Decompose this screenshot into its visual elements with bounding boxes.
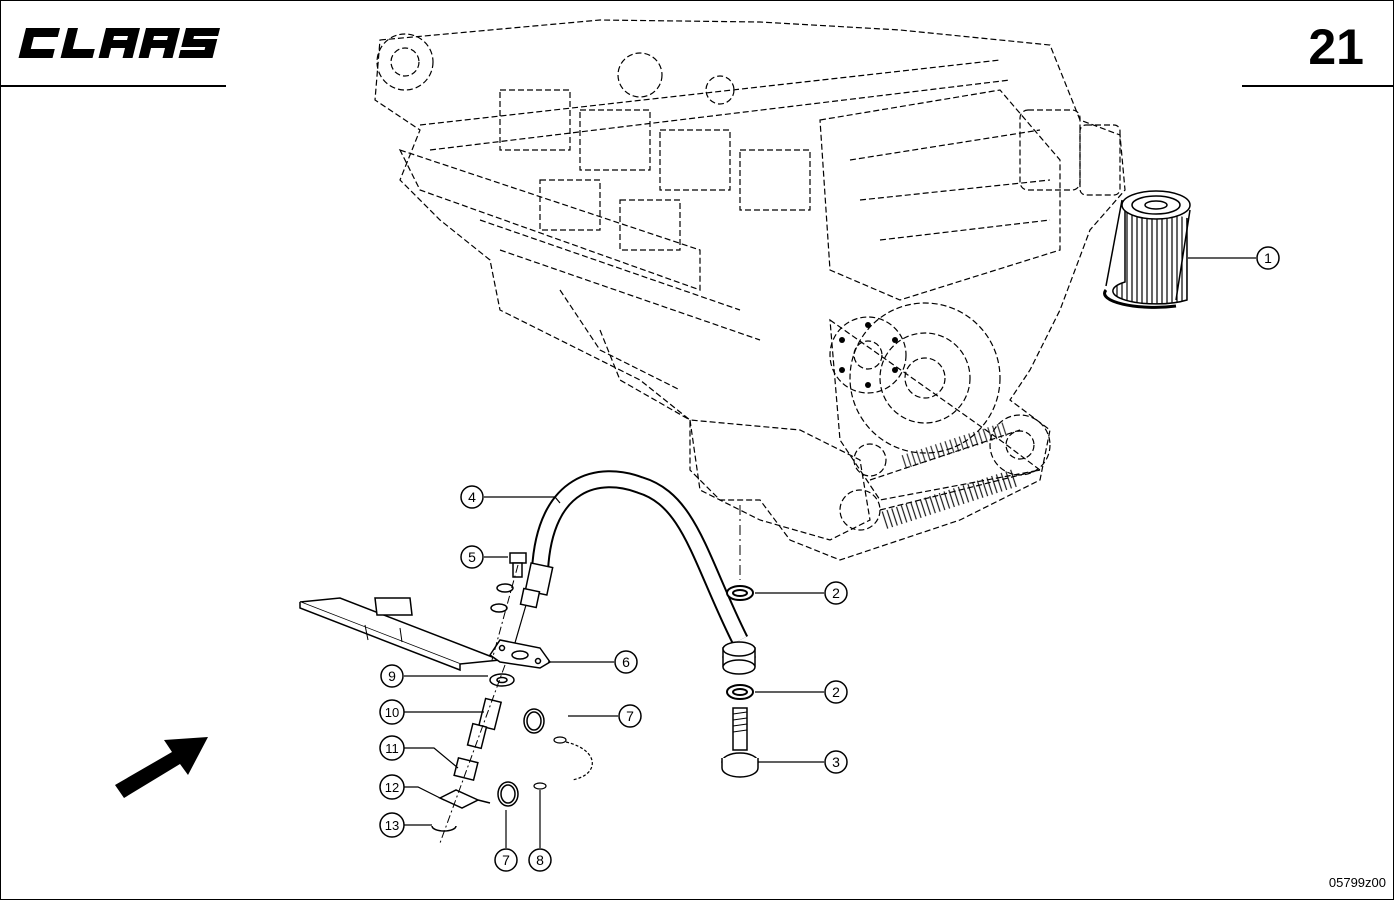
callouts <box>404 257 1256 848</box>
bolt-axis <box>491 564 519 661</box>
callout-c3: 3 <box>824 750 848 774</box>
callout-c6: 6 <box>614 650 638 674</box>
svg-text:11: 11 <box>385 741 399 756</box>
flange-gasket <box>488 639 552 669</box>
banjo-bolt <box>721 707 759 778</box>
svg-text:7: 7 <box>502 852 510 868</box>
hose-fitting-left <box>509 562 554 661</box>
brand-logo <box>14 20 236 71</box>
oil-hose <box>531 470 749 645</box>
drawing-code: 05799z00 <box>1328 875 1386 890</box>
clip-12 <box>438 789 491 809</box>
svg-text:2: 2 <box>832 585 840 601</box>
callout-c5: 5 <box>460 545 484 569</box>
nut-11 <box>453 756 479 782</box>
callout-c13: 13 <box>379 812 405 838</box>
callout-c1: 1 <box>1256 246 1280 270</box>
svg-text:7: 7 <box>626 708 634 724</box>
svg-text:4: 4 <box>468 489 476 505</box>
banjo-fitting <box>722 641 756 675</box>
svg-text:2: 2 <box>832 684 840 700</box>
svg-text:3: 3 <box>832 754 840 770</box>
direction-arrow <box>115 737 208 798</box>
oil-filter <box>1103 190 1191 309</box>
stack-axis <box>439 664 506 844</box>
svg-text:9: 9 <box>388 668 396 684</box>
callout-c2a: 2 <box>824 581 848 605</box>
sealing-ring-lower <box>726 684 754 700</box>
svg-text:5: 5 <box>468 549 476 565</box>
svg-text:12: 12 <box>385 780 399 795</box>
claas-logo-mark <box>18 28 221 58</box>
callout-c9: 9 <box>380 664 404 688</box>
connector-tube-10 <box>466 697 503 750</box>
o-ring-upper <box>523 708 545 734</box>
svg-text:10: 10 <box>385 705 399 720</box>
svg-text:6: 6 <box>622 654 630 670</box>
plug-8 <box>533 736 593 790</box>
callout-c12: 12 <box>379 774 405 800</box>
sealing-ring-upper <box>726 585 754 601</box>
callout-c7a: 7 <box>618 704 642 728</box>
pulley-bolts <box>839 322 898 388</box>
page-number: 21 <box>1308 19 1364 75</box>
callout-c7b: 7 <box>494 848 518 872</box>
callout-c11: 11 <box>379 735 405 761</box>
svg-text:1: 1 <box>1264 250 1272 266</box>
washer-9 <box>489 673 515 687</box>
callout-c10: 10 <box>379 699 405 725</box>
header-rule-left <box>0 85 226 87</box>
callout-c2b: 2 <box>824 680 848 704</box>
belt-grooves <box>880 421 1020 530</box>
support-bracket <box>299 597 501 672</box>
callout-c8: 8 <box>528 848 552 872</box>
callout-c4: 4 <box>460 485 484 509</box>
o-ring-lower <box>497 781 519 807</box>
hex-bolt <box>490 552 527 613</box>
svg-text:8: 8 <box>536 852 544 868</box>
ring-13 <box>431 825 457 832</box>
svg-text:13: 13 <box>385 818 399 833</box>
header-rule-right <box>1242 85 1394 87</box>
